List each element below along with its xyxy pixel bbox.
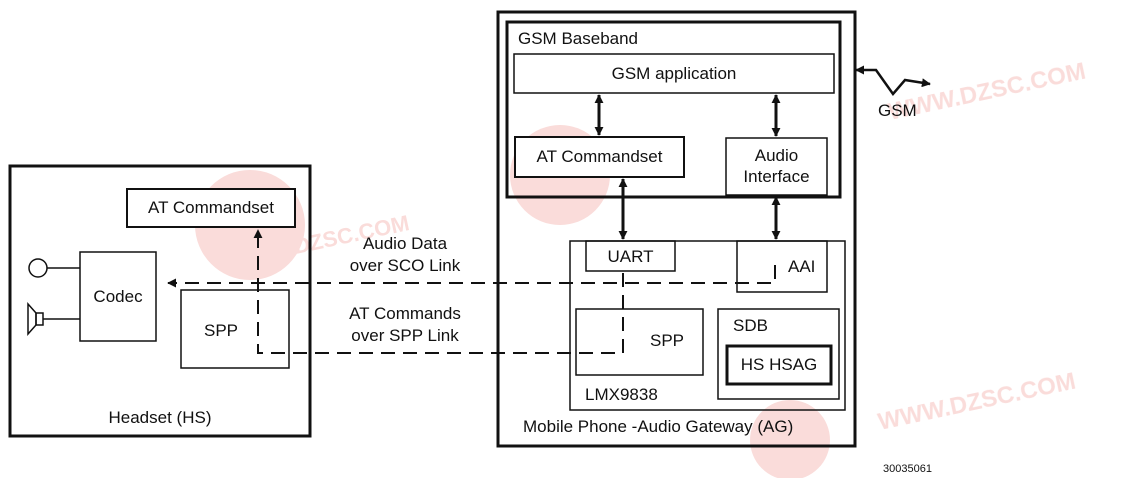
codec-label: Codec [93,287,143,306]
sco-audio-link [167,265,776,288]
hs-hsag-box [725,344,833,386]
audio-link-label-line2: over SCO Link [349,256,461,275]
aai-box [736,240,828,293]
gateway-at-commandset-box [514,136,685,178]
headset-caption: Headset (HS) [108,408,212,427]
hs-hsag-label: HS HSAG [740,355,818,374]
headset-at-commandset-box [126,188,296,228]
microphone-icon [28,258,80,278]
gateway-spp-box [575,308,704,376]
codec-box [79,251,157,342]
at-link-label-line2: over SPP Link [351,326,459,345]
audio-interface-box [725,137,828,196]
headset-box [8,164,312,438]
gateway-spp-label: SPP [650,331,685,350]
gsm-antenna-icon [855,65,931,97]
aai-label: AAI [788,257,816,276]
uart-box [585,240,676,272]
watermark: WWW.DZSC.COM WWW.DZSC.COM WWW.DZSC.COM [195,58,1088,478]
sdb-box [717,308,840,400]
audio-link-label-line1: Audio Data [362,234,448,253]
gsm-application-label: GSM application [611,64,737,83]
watermark-text: WWW.DZSC.COM [876,368,1079,436]
gsm-baseband-box [505,20,842,199]
headset-spp-box [180,289,290,369]
sdb-label: SDB [733,316,768,335]
speaker-icon [27,302,80,336]
gsm-baseband-title: GSM Baseband [518,29,639,48]
uart-label: UART [607,247,654,266]
audio-interface-label-line2: Interface [743,167,810,186]
gateway-box [496,10,857,448]
gsm-link-label: GSM [878,101,917,120]
lmx9838-box [569,240,846,411]
gateway-caption: Mobile Phone -Audio Gateway (AG) [523,417,794,436]
spp-at-link [253,229,624,354]
headset-spp-label: SPP [203,321,239,340]
gateway-at-commandset-label: AT Commandset [536,147,663,166]
gsm-application-box [513,53,835,94]
figure-id: 30035061 [883,463,932,475]
at-link-label-line1: AT Commands [349,304,461,323]
headset-at-commandset-label: AT Commandset [148,198,274,217]
audio-interface-label-line1: Audio [754,146,799,165]
lmx9838-label: LMX9838 [585,385,658,404]
